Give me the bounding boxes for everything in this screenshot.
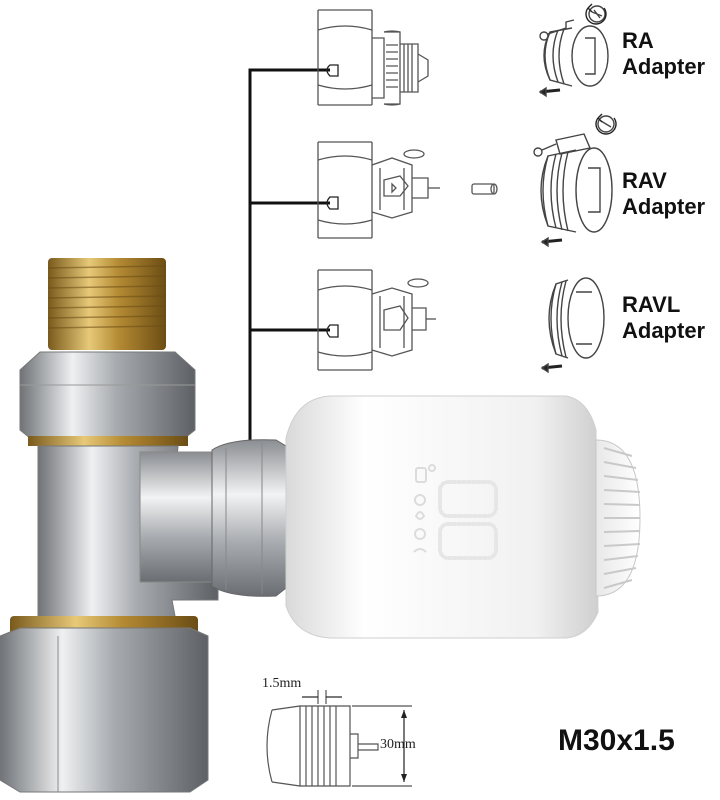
ra-adapter-illustration xyxy=(538,3,609,98)
thermostat-head xyxy=(211,395,641,639)
valve-side-outlet xyxy=(139,451,223,583)
thermostat-display xyxy=(438,480,498,560)
valve-lower-nut xyxy=(0,627,209,793)
dimension-drawing xyxy=(266,690,412,787)
radiator-valve xyxy=(0,258,223,793)
dimension-length-label: 30mm xyxy=(380,737,416,752)
adapter-label-ravl: RAVL Adapter xyxy=(622,292,705,344)
valve-sketch-rav xyxy=(317,141,498,239)
thread-spec-label: M30x1.5 xyxy=(558,724,675,757)
dimension-gap-label: 1.5mm xyxy=(262,676,302,691)
thermostat-body xyxy=(285,395,599,639)
connector-line-ra xyxy=(248,68,330,445)
display-status-icons xyxy=(413,464,436,553)
adapter-suffix-rav: Adapter xyxy=(622,194,706,219)
ravl-adapter-illustration xyxy=(540,277,605,374)
connector-lines xyxy=(248,68,330,445)
adapter-name-ra: RA xyxy=(622,28,654,53)
adapter-name-rav: RAV xyxy=(622,168,667,193)
valve-brass-thread xyxy=(48,258,166,350)
valve-sketch-ravl xyxy=(317,269,436,371)
rav-adapter-illustration xyxy=(533,113,617,248)
adapter-suffix-ra: Adapter xyxy=(622,54,706,79)
adapter-name-ravl: RAVL xyxy=(622,292,681,317)
thermostat-coupling-nut xyxy=(211,439,287,597)
adapter-label-rav: RAV Adapter xyxy=(622,168,705,220)
valve-upper-nut xyxy=(19,351,196,447)
valve-sketch-ra xyxy=(317,9,429,106)
adapter-suffix-ravl: Adapter xyxy=(622,318,706,343)
adapter-label-ra: RA Adapter xyxy=(622,28,705,80)
